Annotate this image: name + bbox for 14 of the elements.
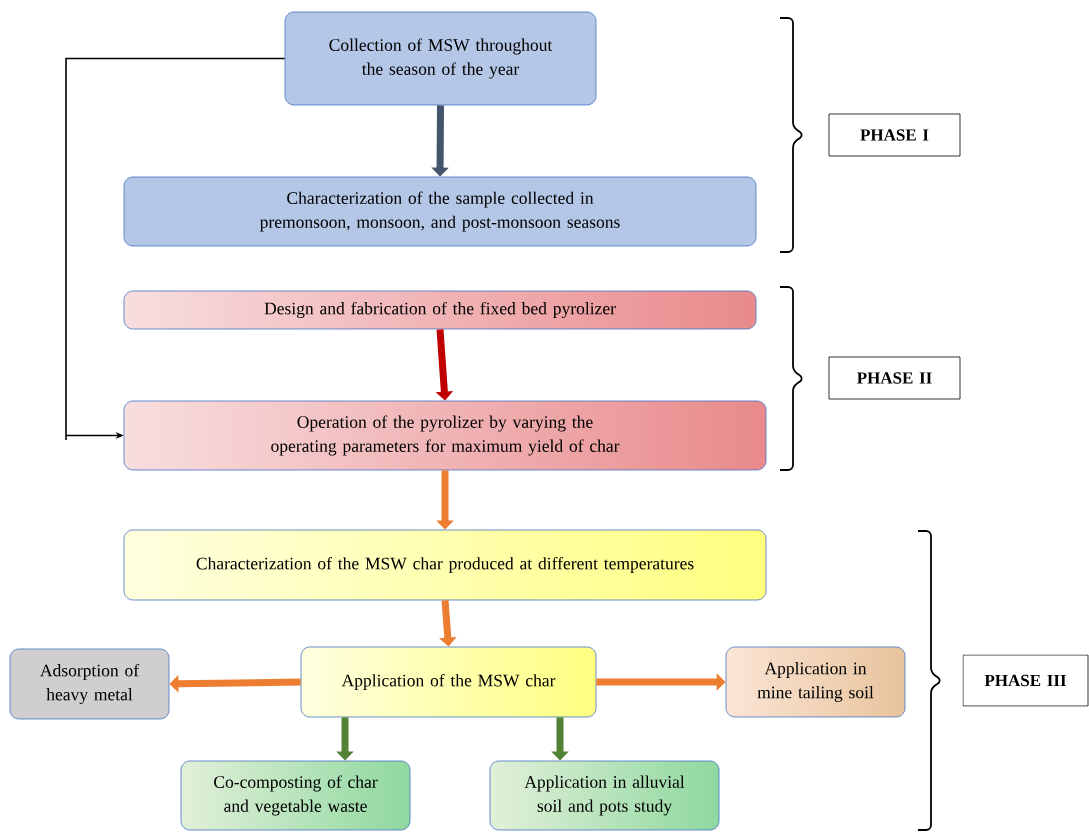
process-box: Design and fabrication of the fixed bed pyrolizer xyxy=(123,290,757,330)
process-box: Collection of MSW throughout the season of the year xyxy=(284,11,597,106)
process-box: Application in mine tailing soil xyxy=(725,646,906,718)
process-box: Characterization of the sample collected in premonsoon, monsoon, and post-monsoon seasons xyxy=(123,176,757,247)
process-box: Adsorption of heavy metal xyxy=(9,648,170,720)
phase-label-box: PHASE III xyxy=(962,654,1089,707)
process-box: Operation of the pyrolizer by varying the operating parameters for maximum yield of char xyxy=(123,400,767,471)
process-box: Characterization of the MSW char produced at different temperatures xyxy=(123,529,767,601)
phase-label-box: PHASE II xyxy=(828,356,961,400)
arrow xyxy=(65,57,286,441)
process-box: Application of the MSW char xyxy=(300,646,597,718)
process-box: Co-composting of char and vegetable waste xyxy=(180,760,411,831)
process-box: Application in alluvial soil and pots study xyxy=(489,760,720,831)
phase-label-box: PHASE I xyxy=(828,113,961,157)
